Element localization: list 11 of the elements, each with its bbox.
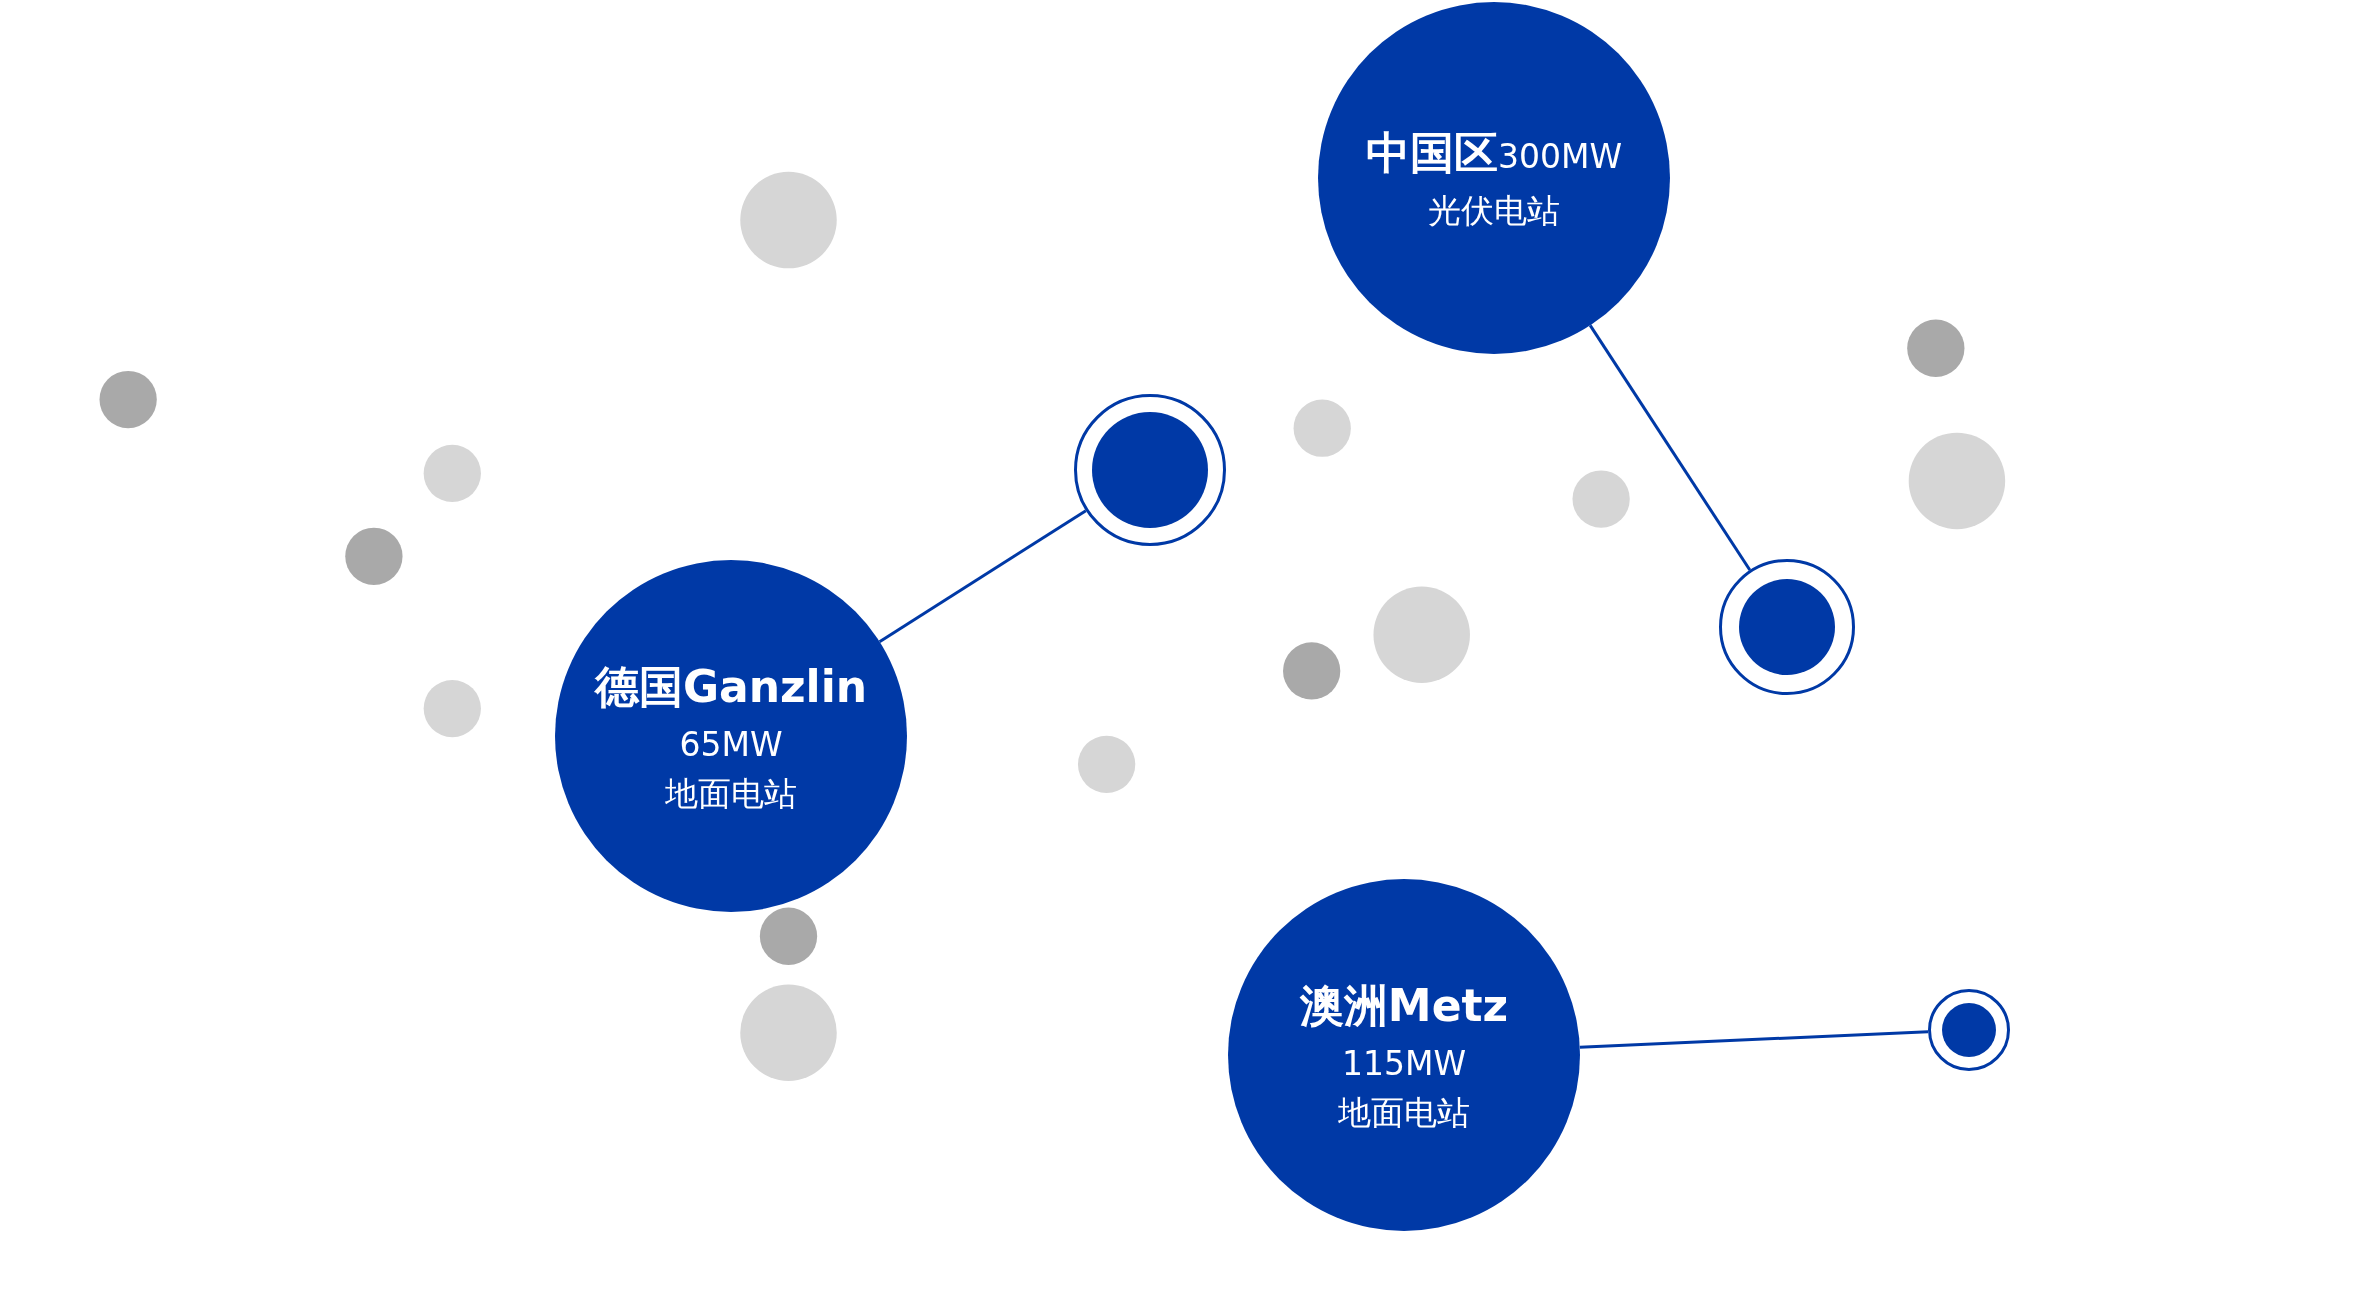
site-detail: 115MW xyxy=(1341,1042,1467,1085)
site-name: 中国区300MW xyxy=(1365,126,1623,181)
connector-line xyxy=(878,509,1087,643)
connector-line xyxy=(1588,324,1752,571)
connector-line xyxy=(1579,1030,1929,1049)
site-detail: 光伏电站 xyxy=(1428,190,1560,233)
site-name: 澳洲Metz xyxy=(1299,978,1509,1033)
site-name: 德国Ganzlin xyxy=(594,659,868,714)
site-detail: 65MW xyxy=(679,723,783,766)
site-detail: 地面电站 xyxy=(1338,1092,1470,1134)
site-detail: 地面电站 xyxy=(665,773,797,815)
